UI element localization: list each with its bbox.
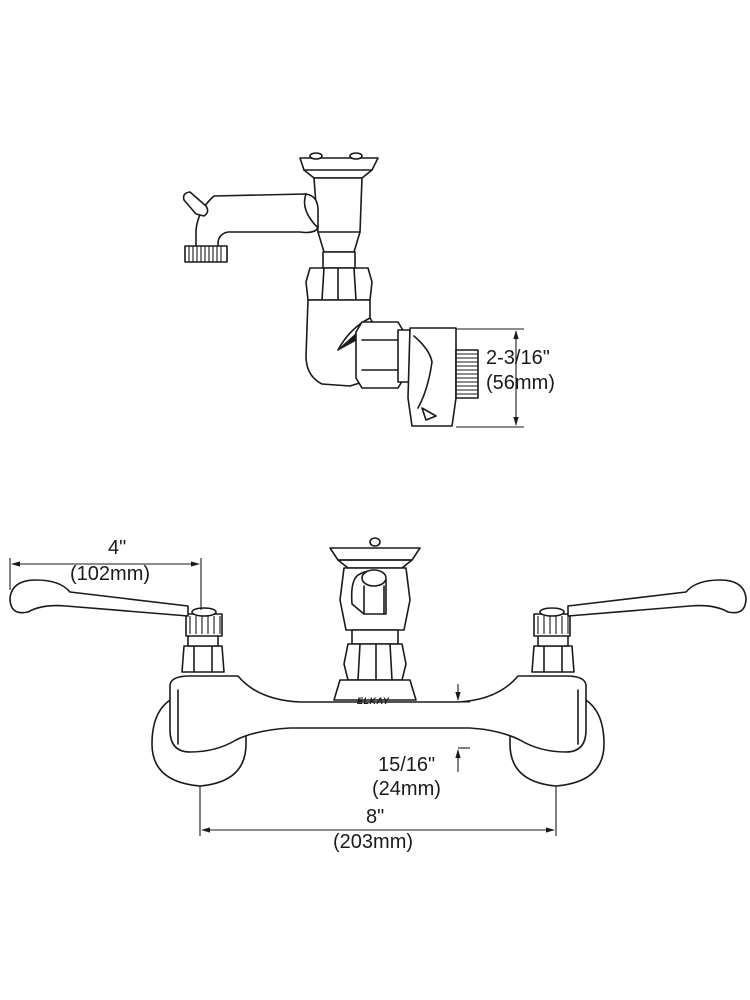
side-view-faucet [182, 152, 479, 427]
body-height-imperial: 15/16" [378, 754, 435, 776]
outlet-height-dimension: 2-3/16" (56mm) [456, 328, 555, 428]
front-view-faucet: ELKAY [9, 537, 747, 787]
center-spacing-metric: (203mm) [333, 831, 413, 853]
body-height-dimension: 15/16" (24mm) [372, 684, 470, 800]
outlet-height-imperial: 2-3/16" [486, 347, 550, 369]
handle-reach-metric: (102mm) [70, 563, 150, 585]
brand-label: ELKAY [357, 696, 390, 706]
handle-reach-imperial: 4" [108, 537, 126, 559]
center-spacing-imperial: 8" [366, 806, 384, 828]
body-height-metric: (24mm) [372, 778, 441, 800]
handle-reach-dimension: 4" (102mm) [9, 537, 202, 610]
outlet-height-metric: (56mm) [486, 372, 555, 394]
center-spacing-dimension: 8" (203mm) [199, 786, 557, 853]
